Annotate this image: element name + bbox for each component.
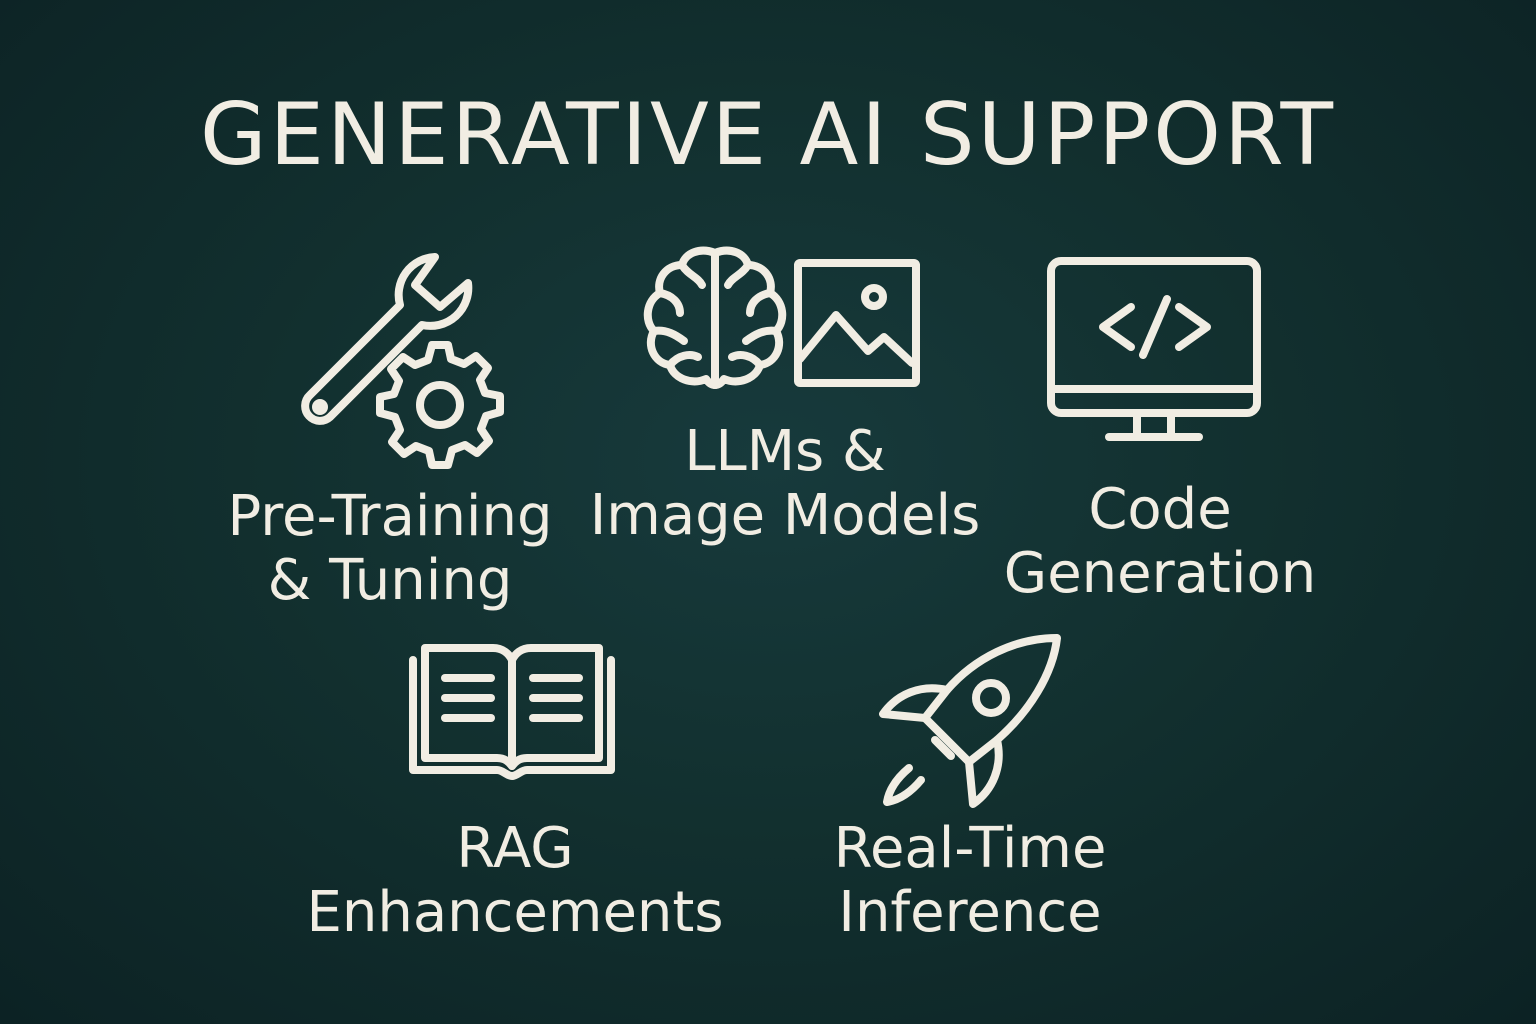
item-label: Pre-Training & Tuning [227, 484, 553, 613]
rocket-icon [875, 628, 1070, 813]
monitor-code-icon [1045, 255, 1265, 445]
item-label: RAG Enhancements [306, 816, 724, 945]
wrench-gear-icon [290, 245, 510, 475]
brain-image-icon [640, 245, 930, 390]
item-label: Real-Time Inference [833, 816, 1107, 945]
open-book-icon [405, 640, 620, 780]
item-label: LLMs & Image Models [589, 419, 981, 548]
page-title: GENERATIVE AI SUPPORT [200, 85, 1336, 185]
item-label: Code Generation [1003, 477, 1317, 606]
